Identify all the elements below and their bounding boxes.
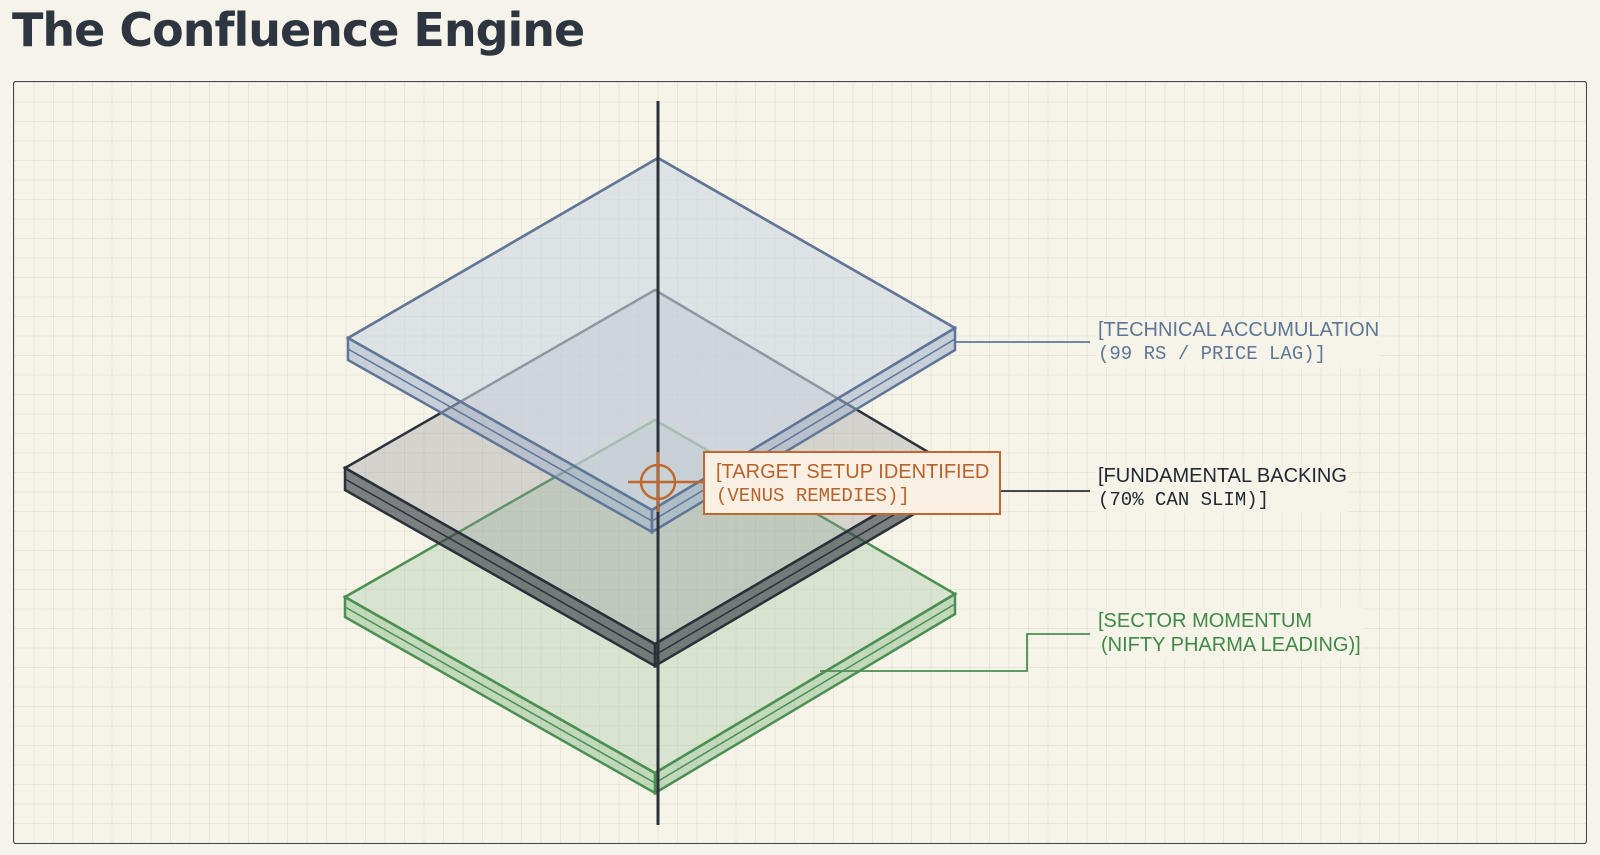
fundamental-label-detail: (70% CAN SLIM)]	[1098, 489, 1270, 511]
crosshair-icon	[628, 452, 703, 512]
target-title: [TARGET SETUP IDENTIFIED	[716, 461, 990, 483]
technical-label: [TECHNICAL ACCUMULATION (99 RS / PRICE L…	[1096, 317, 1382, 367]
technical-label-title: [TECHNICAL ACCUMULATION	[1098, 319, 1380, 341]
fundamental-label: [FUNDAMENTAL BACKING (70% CAN SLIM)]	[1096, 463, 1349, 513]
page-title: The Confluence Engine	[12, 3, 585, 57]
sector-label: [SECTOR MOMENTUM (NIFTY PHARMA LEADING)]	[1096, 608, 1363, 658]
sector-label-title: [SECTOR MOMENTUM	[1098, 610, 1313, 632]
technical-label-detail: (99 RS / PRICE LAG)]	[1098, 343, 1327, 365]
fundamental-label-title: [FUNDAMENTAL BACKING	[1098, 465, 1347, 487]
sector-leader-line	[820, 633, 1090, 672]
target-callout: [TARGET SETUP IDENTIFIED (VENUS REMEDIES…	[703, 451, 1001, 515]
target-subtitle: (VENUS REMEDIES)]	[716, 485, 910, 507]
sector-label-detail: (NIFTY PHARMA LEADING)]	[1101, 634, 1361, 656]
